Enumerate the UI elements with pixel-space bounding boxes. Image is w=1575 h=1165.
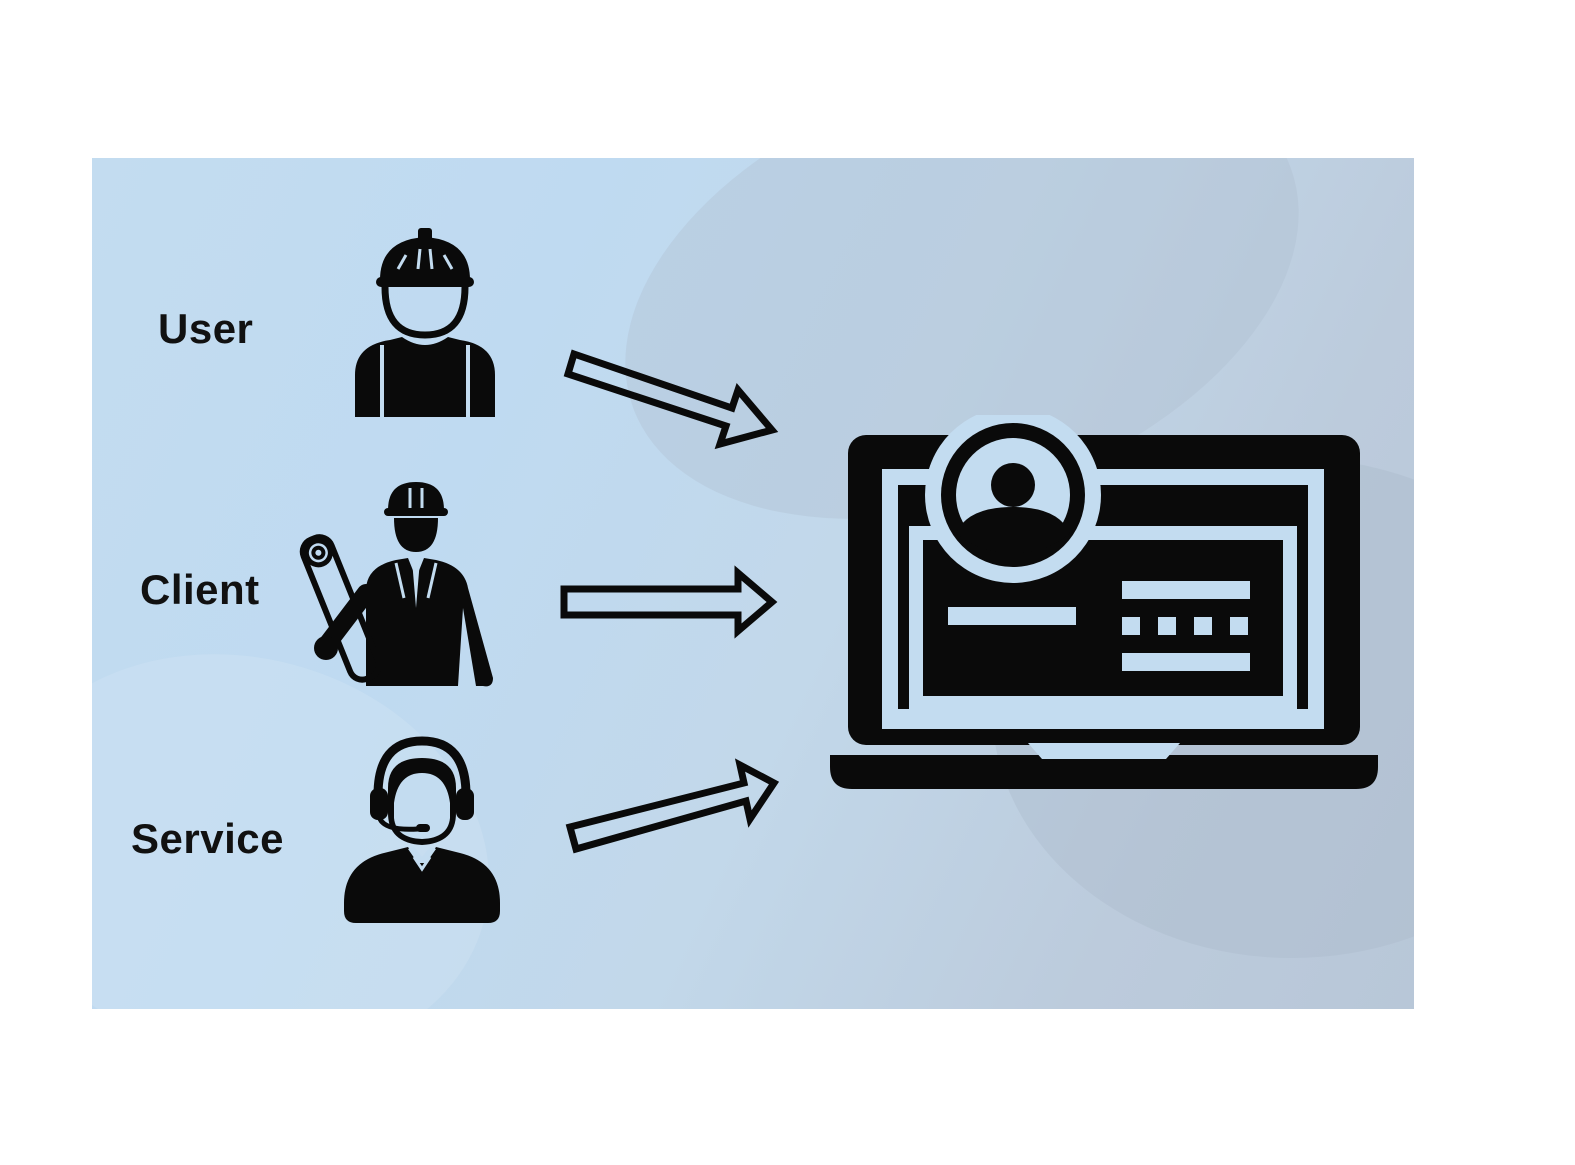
outline-arrow-icon	[565, 758, 780, 854]
role-label-user: User	[158, 305, 254, 352]
laptop-user-profile-icon	[830, 415, 1378, 789]
support-agent-headset-icon	[344, 736, 500, 923]
role-label-service: Service	[131, 815, 284, 862]
construction-worker-icon	[355, 228, 495, 417]
role-label-client: Client	[140, 566, 260, 613]
outline-arrow-icon	[563, 349, 779, 450]
outline-arrow-icon	[560, 565, 778, 639]
engineer-with-blueprint-icon	[299, 482, 493, 687]
